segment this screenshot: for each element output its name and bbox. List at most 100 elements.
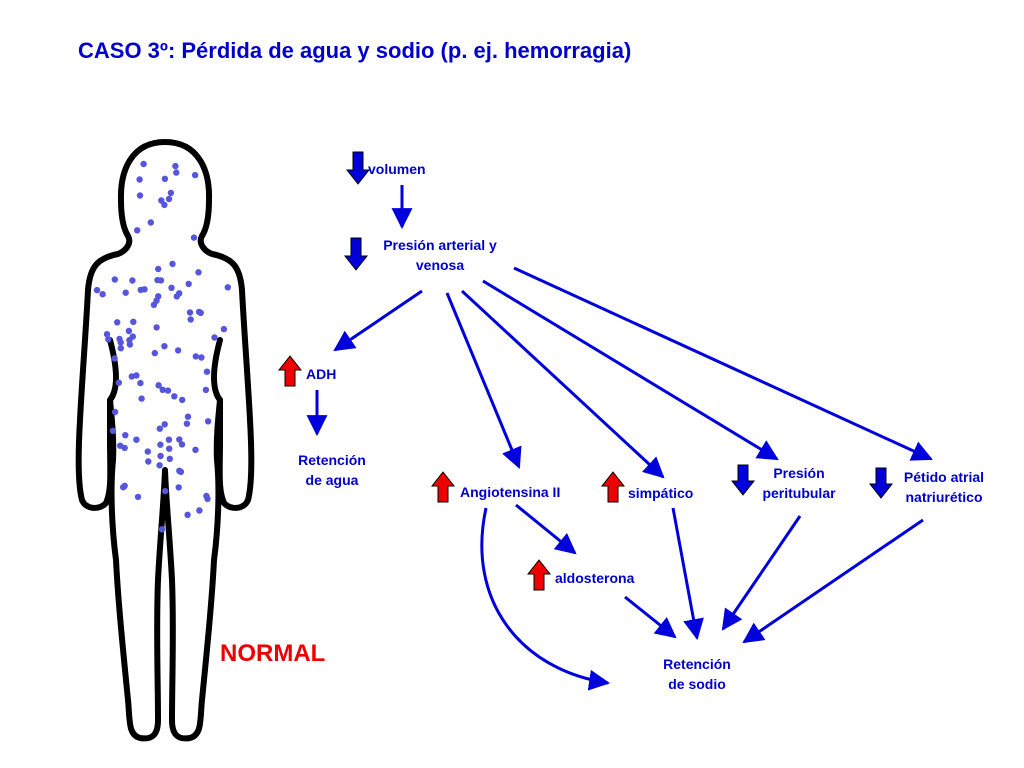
node-peritubular-line1: Presión [773,465,825,481]
node-peritubular: Presión peritubular [749,463,849,503]
fluid-dot [159,386,166,393]
fluid-dot [185,280,192,288]
node-angiotensina: Angiotensina II [460,484,561,500]
fluid-dot [161,343,168,350]
fluid-dot [186,309,194,316]
body-fluid-dots [93,160,231,533]
fluid-dot [111,355,118,362]
fluid-dot [203,492,210,500]
fluid-dot [190,234,198,241]
fluid-dot [204,418,212,425]
node-adh: ADH [306,366,337,382]
fluid-dot [164,387,172,394]
fluid-dot [192,446,199,453]
fluid-dot [103,331,111,338]
fluid-dot [192,353,199,360]
fluid-dot [157,277,165,284]
node-retencion-sodio-line1: Retención [663,656,731,672]
fluid-dot [126,336,133,344]
fluid-dot [121,444,128,452]
fluid-dot [165,195,173,203]
node-simpatico: simpático [628,485,694,501]
node-peptido-line2: natriurético [905,489,983,505]
node-peptido: Pétido atrial natriurético [889,467,999,507]
fluid-dot [136,192,144,199]
fluid-dot [184,413,192,420]
arrow-simpatico-sodio [671,507,704,641]
fluid-dot [172,162,179,170]
fluid-dot [133,436,140,443]
arrow-peritubular-sodio [721,515,802,631]
fluid-dot [162,487,169,495]
fluid-dot [147,219,154,226]
node-presion-line1: Presión arterial y [383,237,497,253]
flow-arrows [306,185,933,691]
down-arrow-icon-peritubular [730,464,756,496]
fluid-dot [202,386,210,394]
node-aldosterona: aldosterona [555,570,635,586]
fluid-dot [203,368,211,375]
node-retencion-sodio: Retención de sodio [645,654,749,694]
fluid-dot [145,458,152,465]
fluid-dot [151,349,158,357]
fluid-dot [173,169,180,176]
fluid-dot [111,276,119,283]
fluid-dot [120,484,127,491]
fluid-dot [105,336,112,343]
node-volumen: volumen [368,161,426,177]
arrow-presion-angiotensina [445,292,522,469]
node-peptido-line1: Pétido atrial [903,469,985,485]
fluid-dot [179,396,186,404]
down-arrow-icon-volumen [345,151,371,185]
fluid-dot [167,189,175,197]
arrow-presion-simpatico [460,289,665,479]
fluid-dot [109,427,117,434]
node-retencion-sodio-line2: de sodio [668,676,726,692]
fluid-dot [140,160,147,168]
fluid-dot [125,327,133,335]
fluid-dot [176,436,183,443]
fluid-dot [224,284,231,291]
fluid-dot [122,289,129,296]
fluid-dot [161,175,169,182]
fluid-dot [138,395,145,402]
node-retencion-agua-line2: de agua [305,472,359,488]
fluid-dot [198,354,205,361]
fluid-dot [184,511,191,518]
node-retencion-agua: Retención de agua [282,450,382,490]
fluid-dot [137,286,144,294]
arrow-peptido-sodio [742,518,924,644]
fluid-dot [134,493,142,501]
fluid-dot [122,432,129,439]
fluid-dot [171,393,178,400]
fluid-dot [155,382,162,389]
fluid-dot [117,339,124,346]
fluid-dot [169,260,176,268]
arrow-presion-adh [333,289,423,352]
fluid-dot [153,324,160,331]
node-presion-line2: venosa [415,257,465,273]
fluid-dot [155,265,162,273]
fluid-dot [158,526,166,533]
fluid-dot [195,308,203,316]
fluid-dot [144,448,151,455]
human-figure-icon [75,139,255,742]
fluid-dot [177,468,185,475]
arrow-angiotensina-aldosterona [515,503,577,555]
fluid-dot [157,452,164,460]
arrow-aldosterona-sodio [624,595,677,639]
arrow-angiotensina-sodio [480,507,611,691]
fluid-dot [156,425,163,432]
fluid-dot [93,286,101,294]
fluid-dot [137,379,144,387]
fluid-dot [166,455,173,462]
down-arrow-icon-peptido [868,467,894,499]
fluid-dot [220,325,228,333]
fluid-dot [136,176,143,183]
fluid-dot [174,347,182,354]
node-presion: Presión arterial y venosa [370,235,510,275]
arrow-presion-peritubular [482,279,779,461]
fluid-dot [115,379,123,386]
fluid-dot [211,334,218,341]
